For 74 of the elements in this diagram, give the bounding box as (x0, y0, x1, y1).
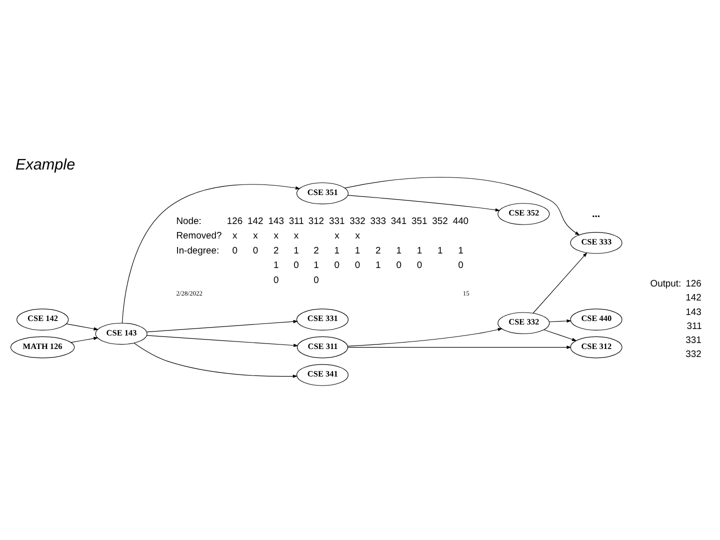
arrow (347, 327, 503, 346)
node-ellipse: CSE 352 (498, 202, 550, 224)
arrow (348, 194, 500, 212)
label: 126 (686, 276, 702, 288)
label: 333 (370, 214, 386, 226)
arrow (70, 336, 98, 342)
arrow (122, 184, 300, 323)
arrow (532, 252, 588, 313)
node-ellipse: CSE 341 (296, 364, 348, 386)
label: 1 (274, 258, 279, 270)
label: x (294, 229, 299, 240)
arrow (348, 345, 572, 348)
label: 0 (252, 244, 258, 255)
label: 1 (294, 244, 299, 255)
label: 143 (268, 214, 284, 226)
label: 0 (314, 273, 319, 284)
diagram-title: Example (15, 156, 76, 173)
label: ... (592, 208, 600, 220)
node-ellipse: CSE 311 (296, 336, 348, 358)
label: 352 (432, 214, 448, 226)
node-ellipse: CSE 143 (95, 322, 148, 344)
label: 0 (416, 258, 422, 270)
label: Output: (650, 276, 682, 288)
label: 332 (686, 348, 702, 359)
label: x (274, 229, 279, 240)
label: 2 (314, 244, 319, 255)
label: In-degree: (176, 244, 220, 255)
label: 311 (686, 319, 702, 330)
label: x (232, 229, 238, 240)
label: 1 (396, 244, 402, 255)
label: 2 (376, 244, 381, 255)
label: Node: (176, 214, 202, 226)
label: 142 (248, 214, 264, 226)
label: 331 (686, 334, 702, 345)
arrow (543, 328, 577, 340)
label: 311 (288, 214, 304, 226)
label: x (355, 229, 360, 240)
label: 0 (354, 258, 360, 270)
label: Removed? (176, 229, 222, 240)
label: 351 (412, 214, 428, 226)
label: 440 (452, 214, 469, 226)
label: x (253, 229, 258, 240)
label: 1 (416, 244, 422, 255)
arrow (146, 319, 298, 332)
label: 1 (334, 244, 340, 255)
arrow (548, 318, 572, 322)
node-ellipse: CSE 142 (16, 308, 69, 330)
arrow (146, 334, 298, 347)
label: 1 (438, 244, 443, 255)
arrow (66, 323, 98, 330)
node-ellipse: MATH 126 (10, 336, 75, 358)
label: 143 (686, 305, 702, 316)
label: 2 (274, 244, 279, 255)
label: 0 (334, 258, 340, 270)
arrow (134, 342, 298, 378)
label: 312 (308, 214, 324, 226)
label: 0 (294, 258, 299, 270)
label: 0 (232, 244, 238, 255)
label: 1 (376, 258, 381, 270)
label: x (334, 229, 340, 240)
label: 142 (686, 291, 702, 302)
label: 1 (314, 258, 319, 270)
label: 0 (396, 258, 402, 270)
label: 1 (354, 244, 360, 255)
label: 126 (226, 214, 243, 226)
label: 332 (350, 214, 366, 226)
label: 1 (458, 244, 464, 255)
label: 341 (390, 214, 407, 226)
node-ellipse: CSE 440 (570, 308, 622, 330)
label: 331 (328, 214, 345, 226)
arrow (344, 176, 580, 235)
label: 0 (274, 273, 279, 284)
node-ellipse: CSE 331 (296, 308, 348, 330)
label: 0 (458, 258, 464, 270)
